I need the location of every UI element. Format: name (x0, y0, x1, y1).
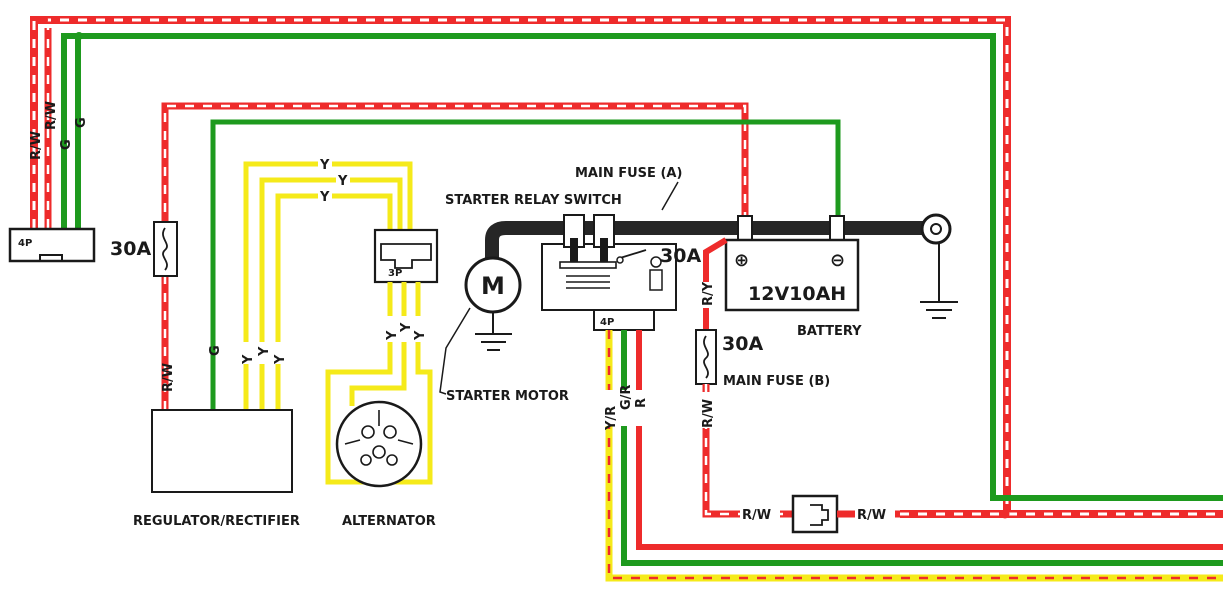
wire-label: G/R (619, 385, 634, 410)
battery-rating-label: 12V10AH (748, 283, 846, 305)
starter-relay-switch-label: STARTER RELAY SWITCH (445, 193, 622, 208)
wire-label: Y/R (604, 406, 619, 431)
connector-4p-left-label: 4P (18, 238, 32, 249)
wire-label: Y (241, 354, 256, 365)
fuse-30a-main-b-label: 30A (722, 333, 763, 355)
wire-label: Y (385, 330, 400, 341)
connector-3p-label: 3P (388, 268, 402, 279)
fuse-30a-left-label: 30A (110, 238, 151, 260)
main-fuse-a-leader (661, 181, 679, 211)
battery-thick-cable (485, 221, 930, 262)
main-fuse-a-label: MAIN FUSE (A) (575, 166, 682, 181)
connector-4p-relay-label: 4P (600, 317, 614, 328)
wire-label: Y (337, 174, 348, 189)
fuse-b-red-white-wire (702, 384, 798, 518)
reg-green-wire (210, 119, 841, 410)
wire-label: Y (273, 354, 288, 365)
alternator-label: ALTERNATOR (342, 514, 436, 529)
battery-label: BATTERY (797, 324, 862, 339)
wire-label: R/W (44, 101, 59, 130)
connector-bottom-rw (791, 494, 839, 534)
wire-label: R/W (701, 399, 716, 428)
fuse-main-b (695, 329, 717, 385)
regulator-rectifier-label: REGULATOR/RECTIFIER (133, 514, 300, 529)
starter-relay-switch: 4P (541, 214, 677, 331)
wire-label: R/W (161, 363, 176, 392)
battery-symbol: ⊕ ⊖ 12V10AH (724, 215, 860, 312)
starter-motor-leader (439, 307, 471, 395)
fuse-30a-relay-label: 30A (660, 245, 701, 267)
wire-label: G (59, 139, 74, 150)
alternator-symbol (335, 400, 423, 488)
starter-motor-label: STARTER MOTOR (446, 389, 569, 404)
starter-motor-symbol: M (464, 256, 522, 334)
battery-minus-icon: ⊖ (830, 250, 845, 271)
wire-label: R/Y (701, 281, 716, 306)
wire-label: Y (319, 190, 330, 205)
motor-symbol-label: M (481, 272, 505, 300)
connector-4p-left: 4P (8, 227, 96, 263)
junction-dot (1000, 509, 1010, 519)
wire-label: Y (413, 330, 428, 341)
wire-label: G (208, 345, 223, 356)
wire-label: Y (257, 346, 272, 357)
junction-dot (40, 16, 48, 24)
ground-symbol-right (920, 301, 958, 319)
wire-label: R/W (857, 508, 886, 523)
regulator-rectifier-box (151, 409, 293, 493)
wire-label: R/W (742, 508, 771, 523)
ground-terminal-right (920, 213, 952, 302)
wire-label: Y (319, 158, 330, 173)
battery-plus-icon: ⊕ (734, 250, 749, 271)
wire-label: G (74, 117, 89, 128)
fuse-30a-left (153, 221, 178, 277)
connector-3p: 3P (373, 228, 439, 284)
wire-label: Y (399, 322, 414, 333)
wire-label: R (634, 398, 649, 408)
junction-dot (75, 32, 83, 40)
outer-green-wire (61, 33, 1223, 501)
main-fuse-b-label: MAIN FUSE (B) (723, 374, 830, 389)
wire-label: R/W (29, 131, 44, 160)
ground-symbol-motor (475, 333, 512, 351)
